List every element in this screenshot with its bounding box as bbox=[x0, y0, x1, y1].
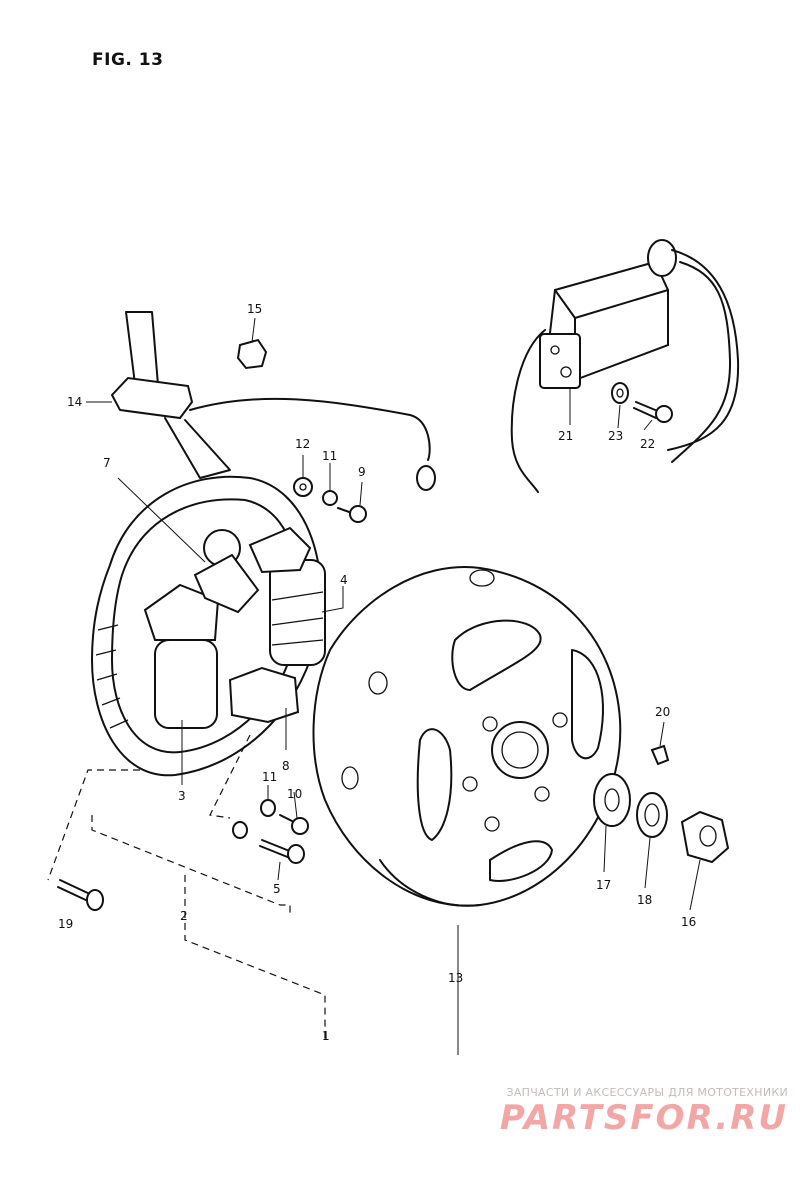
part-label-5: 5 bbox=[273, 882, 281, 896]
part-label-2: 2 bbox=[180, 909, 188, 923]
part-label-18: 18 bbox=[637, 893, 652, 907]
woodruff-key bbox=[650, 744, 670, 766]
part-label-19: 19 bbox=[58, 917, 73, 931]
part-label-17: 17 bbox=[596, 878, 611, 892]
part-label-21: 21 bbox=[558, 429, 573, 443]
part-label-9: 9 bbox=[358, 465, 366, 479]
leader-lines bbox=[86, 317, 701, 1055]
part-label-12: 12 bbox=[295, 437, 310, 451]
part-label-22: 22 bbox=[640, 437, 655, 451]
part-label-4: 4 bbox=[340, 573, 348, 587]
screw-9 bbox=[337, 505, 367, 523]
part-label-1: 1 bbox=[322, 1029, 330, 1043]
part-label-11a: 11 bbox=[322, 449, 337, 463]
lock-washer-11b bbox=[260, 799, 276, 817]
lock-washer-11a bbox=[322, 490, 338, 506]
wire-grommet bbox=[110, 311, 436, 491]
stator-assembly bbox=[91, 475, 326, 777]
screw-10 bbox=[279, 814, 309, 835]
ignition-coil bbox=[510, 239, 740, 493]
part-label-8: 8 bbox=[282, 759, 290, 773]
part-label-23: 23 bbox=[608, 429, 623, 443]
part-label-15: 15 bbox=[247, 302, 262, 316]
screw-5 bbox=[259, 839, 305, 864]
watermark-brand: PARTSFOR.RU bbox=[499, 1098, 788, 1138]
flywheel-rotor bbox=[312, 566, 622, 907]
part-label-10: 10 bbox=[287, 787, 302, 801]
figure-title: FIG. 13 bbox=[92, 50, 164, 70]
washer-12 bbox=[293, 477, 313, 497]
part-labels: 1 2 3 4 5 7 8 9 10 11 11 12 13 14 15 16 … bbox=[58, 302, 696, 1043]
lock-washer-18 bbox=[636, 792, 668, 838]
part-label-3: 3 bbox=[178, 789, 186, 803]
watermark-tagline: ЗАПЧАСТИ И АКСЕССУАРЫ ДЛЯ МОТОТЕХНИКИ bbox=[506, 1086, 788, 1099]
coil-bolt bbox=[611, 382, 673, 423]
screw-19 bbox=[57, 879, 104, 911]
part-label-20: 20 bbox=[655, 705, 670, 719]
nut-16 bbox=[680, 810, 730, 864]
part-label-14: 14 bbox=[67, 395, 82, 409]
part-label-13: 13 bbox=[448, 971, 463, 985]
part-label-7: 7 bbox=[103, 456, 111, 470]
site-watermark: ЗАПЧАСТИ И АКСЕССУАРЫ ДЛЯ МОТОТЕХНИКИ PA… bbox=[500, 1086, 788, 1137]
part-label-11b: 11 bbox=[262, 770, 277, 784]
group-brackets bbox=[47, 734, 326, 1040]
washer-small bbox=[232, 821, 248, 839]
part-label-16: 16 bbox=[681, 915, 696, 929]
wire-clamp bbox=[236, 338, 268, 370]
washer-17 bbox=[593, 773, 631, 827]
